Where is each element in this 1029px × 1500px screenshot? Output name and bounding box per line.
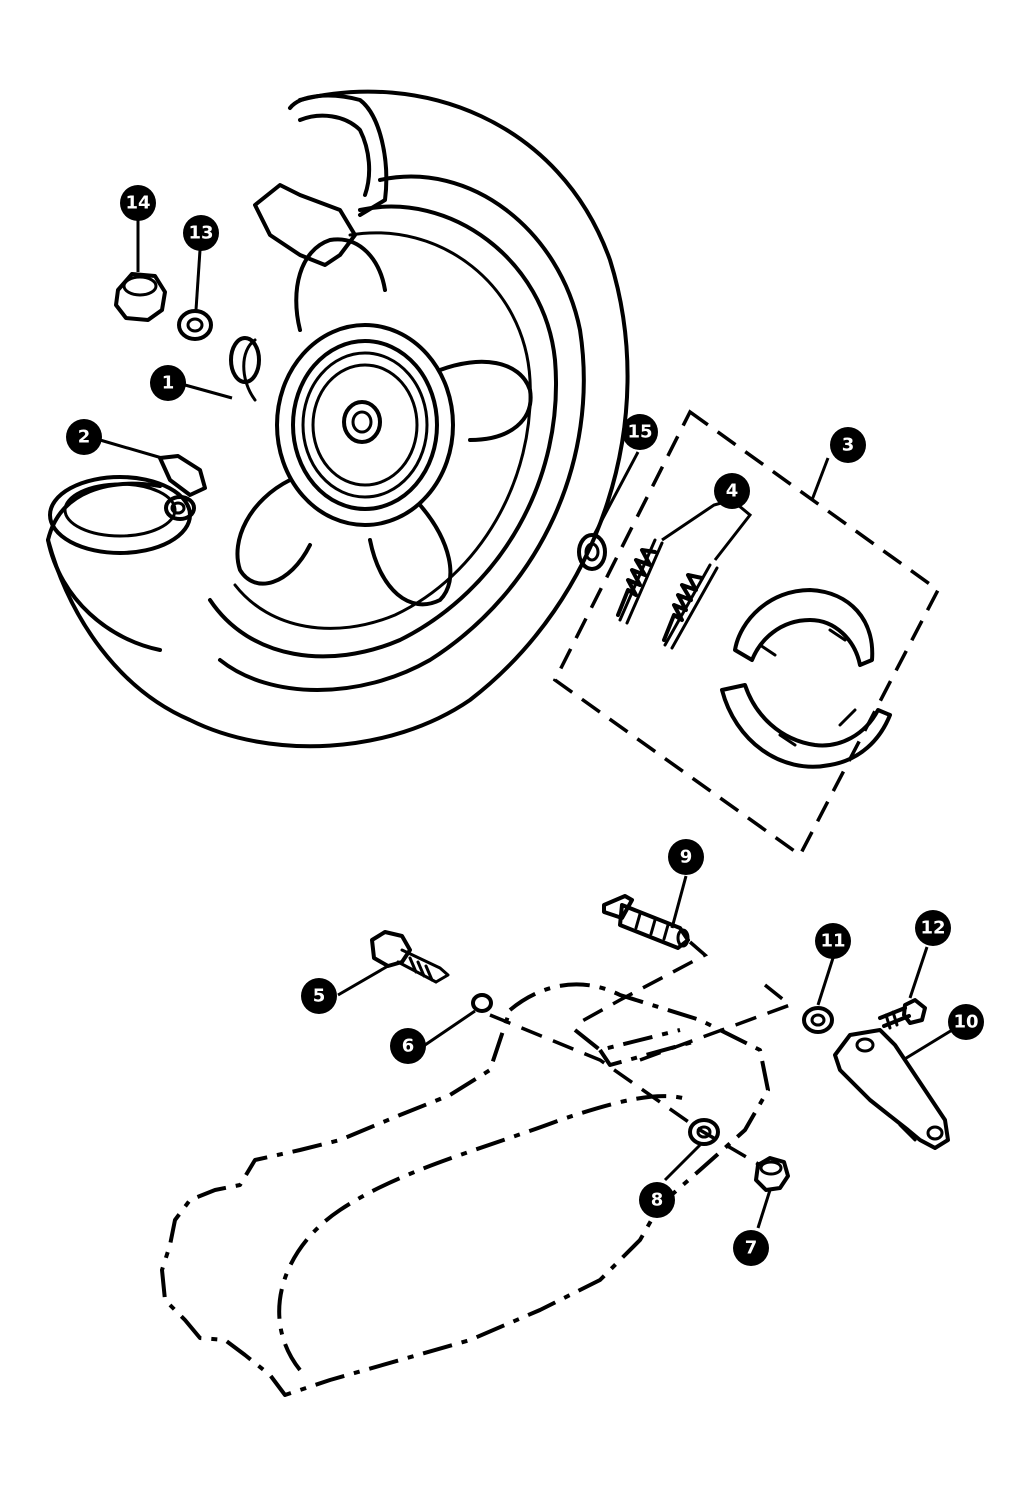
callout-2: 2 (66, 419, 102, 455)
svg-text:9: 9 (680, 847, 693, 868)
svg-text:15: 15 (627, 422, 652, 443)
callout-4: 4 (714, 473, 750, 509)
nut-7 (754, 1156, 790, 1192)
assembly-lines (489, 940, 794, 1167)
crankcase-cover (160, 982, 770, 1397)
bracket-10 (833, 1028, 950, 1150)
svg-text:10: 10 (953, 1012, 978, 1033)
svg-text:12: 12 (920, 918, 945, 939)
washer-13 (177, 309, 213, 341)
svg-text:7: 7 (745, 1238, 758, 1259)
svg-text:2: 2 (78, 427, 91, 448)
callout-6: 6 (390, 1028, 426, 1064)
callout-11: 11 (815, 923, 851, 959)
svg-text:5: 5 (313, 986, 326, 1007)
washer-11 (802, 1006, 834, 1034)
svg-text:6: 6 (402, 1036, 415, 1057)
callout-14: 14 (120, 185, 156, 221)
washer-8 (688, 1118, 720, 1146)
o-ring-6 (471, 993, 493, 1013)
callout-5: 5 (301, 978, 337, 1014)
svg-text:8: 8 (651, 1190, 664, 1211)
callout-1: 1 (150, 365, 186, 401)
wheel-assembly (46, 89, 630, 749)
valve-stem (158, 454, 207, 521)
callout-10: 10 (948, 1004, 984, 1040)
axle-nut-14 (114, 272, 167, 322)
svg-text:11: 11 (820, 931, 845, 952)
bolt-12 (878, 998, 927, 1030)
svg-text:13: 13 (188, 223, 213, 244)
washer-11-hole (810, 1013, 826, 1027)
callout-13: 13 (183, 215, 219, 251)
washer-15 (577, 533, 607, 571)
leader-lines (99, 220, 963, 1229)
callout-12: 12 (915, 910, 951, 946)
pin-9 (602, 894, 690, 950)
callout-3: 3 (830, 427, 866, 463)
svg-text:14: 14 (125, 193, 150, 214)
svg-text:4: 4 (726, 481, 739, 502)
svg-text:3: 3 (842, 435, 855, 456)
svg-text:1: 1 (162, 373, 175, 394)
callout-7: 7 (733, 1230, 769, 1266)
callout-9: 9 (668, 839, 704, 875)
callout-8: 8 (639, 1182, 675, 1218)
washer-8-hole (696, 1125, 712, 1139)
brake-shoe-kit (552, 409, 941, 858)
stud-bolt-5 (370, 930, 450, 984)
callout-15: 15 (622, 414, 658, 450)
